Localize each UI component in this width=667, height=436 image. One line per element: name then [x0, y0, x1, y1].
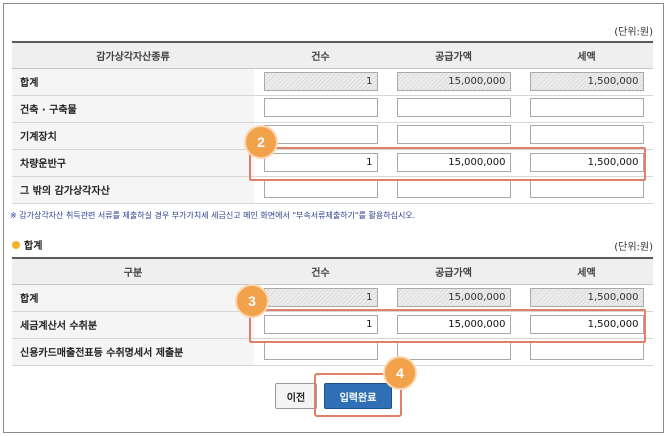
column-header-count: 건수 [254, 257, 387, 285]
supply-amount-input[interactable] [396, 124, 511, 144]
count-input[interactable] [263, 124, 378, 144]
table-row-buildings: 건축 · 구축물 [12, 95, 653, 123]
count-input[interactable] [263, 340, 378, 360]
count-field: 1 [263, 72, 378, 91]
section-title-total: 합계 [12, 237, 42, 252]
count-input[interactable]: 1 [263, 315, 378, 334]
count-input[interactable] [263, 97, 378, 117]
column-header-count: 건수 [254, 41, 387, 69]
step-badge-2: 2 [246, 127, 276, 157]
tax-input[interactable] [529, 178, 644, 198]
prev-button[interactable]: 이전 [275, 383, 317, 409]
column-header-supply-amount: 공급가액 [387, 41, 520, 69]
supply-amount-field: 15,000,000 [396, 288, 511, 307]
row-label: 차량운반구 [12, 149, 254, 177]
table-row-total: 합계 1 15,000,000 1,500,000 [12, 68, 653, 96]
tax-field: 1,500,000 [529, 72, 644, 91]
column-header-tax: 세액 [520, 41, 653, 69]
highlight-box-step-4 [314, 373, 402, 417]
supply-amount-input[interactable] [396, 97, 511, 117]
row-label: 건축 · 구축물 [12, 95, 254, 123]
notice-text: ※ 감가상각자산 취득관련 서류를 제출하실 경우 부가가치세 세금신고 메인 … [10, 211, 416, 220]
supply-amount-input[interactable]: 15,000,000 [396, 153, 511, 172]
supply-amount-input[interactable]: 15,000,000 [396, 315, 511, 334]
step-badge-4: 4 [385, 358, 415, 388]
table-row-tax-invoice: 세금계산서 수취분 1 15,000,000 1,500,000 [12, 311, 653, 339]
column-header-category: 구분 [12, 257, 254, 285]
unit-label-top: (단위:원) [614, 27, 653, 38]
column-header-tax: 세액 [520, 257, 653, 285]
supply-amount-input[interactable] [396, 340, 511, 360]
tax-invoice-summary-table: 구분 건수 공급가액 세액 합계 1 15,000,000 1,500,000 … [12, 257, 653, 366]
supply-amount-input[interactable] [396, 178, 511, 198]
tax-input[interactable] [529, 340, 644, 360]
row-label: 합계 [12, 68, 254, 96]
table-row-credit-card: 신용카드매출전표등 수취명세서 제출분 [12, 338, 653, 366]
tax-input[interactable] [529, 124, 644, 144]
tax-input[interactable]: 1,500,000 [529, 153, 644, 172]
table-row-total: 합계 1 15,000,000 1,500,000 [12, 284, 653, 312]
row-label: 합계 [12, 284, 254, 312]
depreciable-assets-table: 감가상각자산종류 건수 공급가액 세액 합계 1 15,000,000 1,50… [12, 41, 653, 204]
section-title-text: 합계 [24, 241, 43, 252]
complete-input-button[interactable]: 입력완료 [324, 383, 392, 409]
count-input[interactable]: 1 [263, 153, 378, 172]
count-input[interactable] [263, 178, 378, 198]
step-badge-3: 3 [237, 286, 267, 316]
supply-amount-field: 15,000,000 [396, 72, 511, 91]
tax-input[interactable] [529, 97, 644, 117]
count-field: 1 [263, 288, 378, 307]
row-label: 세금계산서 수취분 [12, 311, 254, 339]
column-header-supply-amount: 공급가액 [387, 257, 520, 285]
row-label: 그 밖의 감가상각자산 [12, 176, 254, 204]
table-header-row: 감가상각자산종류 건수 공급가액 세액 [12, 41, 653, 69]
tax-field: 1,500,000 [529, 288, 644, 307]
tax-input[interactable]: 1,500,000 [529, 315, 644, 334]
table-row-vehicles: 차량운반구 1 15,000,000 1,500,000 [12, 149, 653, 177]
bullet-dot-icon [12, 240, 20, 249]
table-header-row: 구분 건수 공급가액 세액 [12, 257, 653, 285]
unit-label-section: (단위:원) [614, 242, 653, 253]
table-row-machinery: 기계장치 [12, 122, 653, 150]
column-header-asset-type: 감가상각자산종류 [12, 41, 254, 69]
row-label: 신용카드매출전표등 수취명세서 제출분 [12, 338, 254, 366]
row-label: 기계장치 [12, 122, 254, 150]
table-row-other-assets: 그 밖의 감가상각자산 [12, 176, 653, 204]
